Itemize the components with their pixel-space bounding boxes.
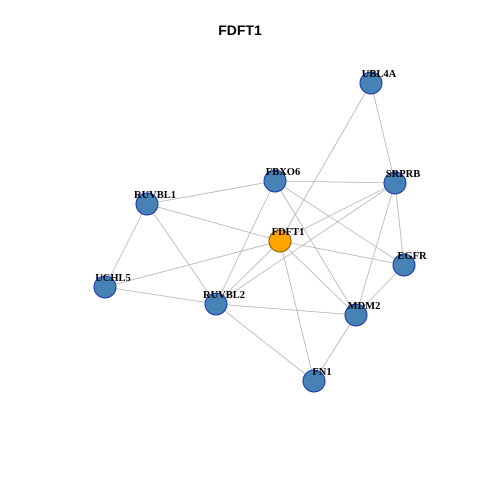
node-uchl5: UCHL5: [93, 273, 131, 299]
node-circle-egfr: [392, 253, 416, 277]
node-circle-ruvbl2: [204, 292, 228, 316]
edge-ruvbl1-uchl5: [104, 203, 148, 288]
edge-mdm2-egfr: [355, 264, 405, 316]
edge-fdft1-egfr: [279, 240, 405, 266]
edge-uchl5-ruvbl2: [104, 286, 217, 305]
node-ruvbl2: RUVBL2: [203, 290, 245, 316]
edge-ruvbl1-ruvbl2: [146, 203, 217, 305]
edge-ubl4a-fdft1: [279, 82, 372, 242]
node-circle-ubl4a: [359, 71, 383, 95]
node-label-ubl4a: UBL4A: [362, 69, 397, 80]
node-circle-uchl5: [93, 275, 117, 299]
node-circle-fbxo6: [263, 169, 287, 193]
edge-ruvbl1-fdft1: [146, 203, 281, 242]
edge-mdm2-fn1: [313, 314, 357, 382]
node-circle-srprb: [383, 171, 407, 195]
node-egfr: EGFR: [392, 251, 427, 277]
edge-fbxo6-egfr: [274, 180, 405, 266]
node-label-srprb: SRPRB: [386, 169, 420, 180]
node-ruvbl1: RUVBL1: [134, 190, 176, 216]
edge-ruvbl2-mdm2: [215, 303, 357, 316]
node-circle-fn1: [302, 369, 326, 393]
node-circle-fdft1: [268, 229, 292, 253]
edge-srprb-fdft1: [279, 182, 396, 242]
edge-fbxo6-srprb: [274, 180, 396, 184]
edge-layer: [104, 82, 405, 382]
node-mdm2: MDM2: [344, 301, 381, 327]
node-fn1: FN1: [302, 367, 332, 393]
node-circle-ruvbl1: [135, 192, 159, 216]
edge-srprb-ruvbl2: [215, 182, 396, 305]
node-label-fdft1: FDFT1: [272, 227, 305, 238]
node-label-mdm2: MDM2: [348, 301, 381, 312]
node-label-uchl5: UCHL5: [95, 273, 131, 284]
edge-fbxo6-ruvbl2: [215, 180, 276, 305]
node-circle-mdm2: [344, 303, 368, 327]
node-fbxo6: FBXO6: [263, 167, 300, 193]
edge-fdft1-uchl5: [104, 240, 281, 288]
node-label-egfr: EGFR: [397, 251, 427, 262]
node-label-fn1: FN1: [312, 367, 331, 378]
node-label-ruvbl1: RUVBL1: [134, 190, 176, 201]
edge-ruvbl2-fn1: [215, 303, 315, 382]
node-label-ruvbl2: RUVBL2: [203, 290, 245, 301]
edge-fbxo6-ruvbl1: [146, 180, 276, 205]
node-fdft1: FDFT1: [268, 227, 305, 253]
node-srprb: SRPRB: [383, 169, 420, 195]
edge-fdft1-mdm2: [279, 240, 357, 316]
figure-title: FDFT1: [218, 22, 262, 38]
edge-fdft1-ruvbl2: [215, 240, 281, 305]
edge-srprb-mdm2: [355, 182, 396, 316]
edge-ubl4a-srprb: [370, 82, 396, 184]
node-ubl4a: UBL4A: [359, 69, 397, 95]
edge-fdft1-fn1: [279, 240, 315, 382]
node-label-fbxo6: FBXO6: [266, 167, 300, 178]
edge-srprb-egfr: [394, 182, 405, 266]
